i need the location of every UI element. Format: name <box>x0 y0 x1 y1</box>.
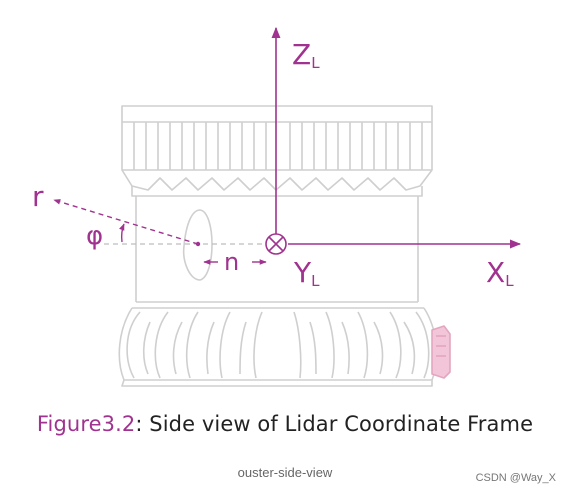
phi-label: φ <box>86 221 103 251</box>
coordinate-frame <box>53 26 522 265</box>
lidar-sensor-outline <box>118 105 451 387</box>
figure-reference: Figure3.2 <box>36 412 136 436</box>
n-label: n <box>224 248 239 276</box>
beam-origin-point <box>195 241 201 247</box>
sensor-side-connector <box>431 325 451 379</box>
r-label: r <box>32 180 44 213</box>
lidar-coordinate-frame-diagram: ZL XL YL r φ n <box>32 26 522 387</box>
watermark: CSDN @Way_X <box>475 472 556 484</box>
sensor-window-body <box>135 196 419 303</box>
sensor-top-cap <box>121 105 433 197</box>
sensor-lens <box>182 209 213 281</box>
phi-angle-arc <box>119 223 125 243</box>
caption-text: : Side view of Lidar Coordinate Frame <box>135 412 534 436</box>
sensor-bottom-base <box>118 307 438 387</box>
y-axis-label: YL <box>293 256 320 290</box>
image-subtitle: ouster-side-view <box>237 465 333 480</box>
figure-caption: Figure3.2: Side view of Lidar Coordinate… <box>0 412 570 436</box>
r-ray <box>53 199 199 245</box>
y-axis-into-page-symbol <box>265 233 287 255</box>
x-axis-label: XL <box>486 256 514 290</box>
z-axis-label: ZL <box>292 38 320 72</box>
